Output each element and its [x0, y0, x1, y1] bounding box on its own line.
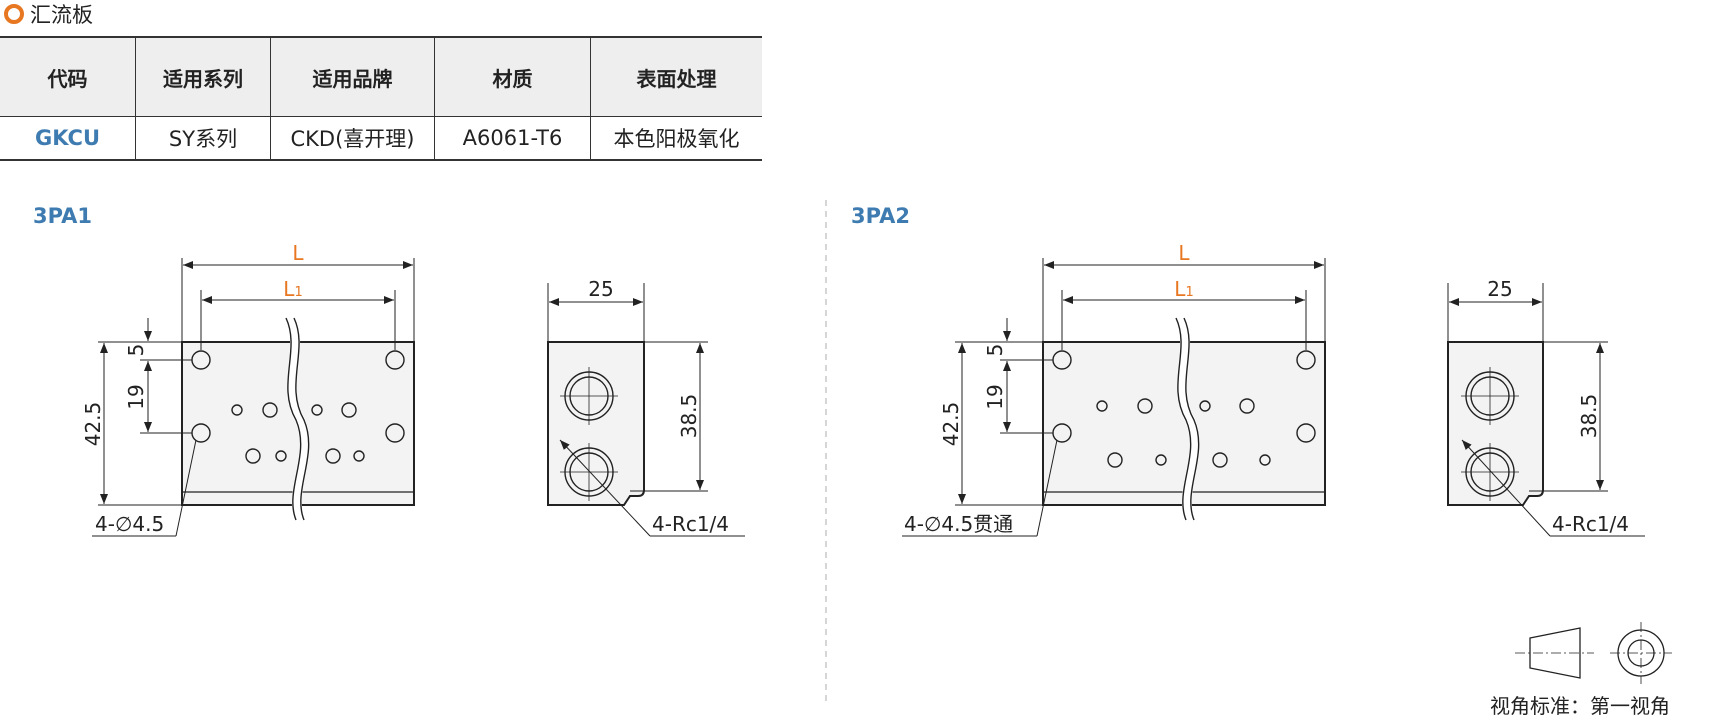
port-hole — [1212, 452, 1228, 468]
break-line — [285, 317, 302, 521]
port-hole — [1239, 398, 1255, 414]
break-line — [1183, 317, 1200, 521]
port-hole — [1096, 400, 1108, 412]
spec-table-header: 代码 适用系列 适用品牌 材质 表面处理 — [0, 36, 762, 117]
dim-L1-left-main: L — [283, 277, 295, 301]
dim-height-right: 42.5 — [939, 402, 963, 447]
dim-pitch-left: 19 — [124, 384, 148, 409]
dim-L-left: L — [292, 241, 304, 265]
cell-series: SY系列 — [135, 116, 271, 161]
variant-label-left: 3PA1 — [33, 204, 92, 228]
dim-holes-left: 4-∅4.5 — [95, 512, 164, 536]
dim-offset-right: 5 — [983, 344, 1007, 357]
mount-hole — [1296, 350, 1316, 370]
dim-L1-left-sub: 1 — [294, 285, 302, 300]
mount-hole — [1296, 423, 1316, 443]
port-hole — [262, 402, 278, 418]
section-title-text: 汇流板 — [30, 3, 93, 27]
dim-width-side-right: 25 — [1487, 277, 1512, 301]
mount-hole — [385, 350, 405, 370]
leader-line — [559, 439, 651, 537]
dim-L1-right-sub: 1 — [1185, 285, 1193, 300]
cell-material: A6061-T6 — [434, 116, 591, 161]
front-view-right — [902, 258, 1326, 537]
break-line — [293, 317, 310, 521]
port-hole — [1199, 400, 1211, 412]
dim-height-side-left: 38.5 — [677, 394, 701, 439]
port-hole — [341, 402, 357, 418]
side-view-left — [547, 283, 745, 537]
col-header-material: 材质 — [434, 36, 591, 117]
view-standard-label: 视角标准：第一视角 — [1490, 694, 1670, 718]
port-hole — [1155, 454, 1167, 466]
cell-code: GKCU — [0, 116, 136, 161]
dim-width-side-left: 25 — [588, 277, 613, 301]
front-view-left — [92, 258, 415, 537]
break-mask — [1175, 315, 1200, 522]
dim-holes-right: 4-∅4.5贯通 — [904, 512, 1013, 536]
col-header-series: 适用系列 — [135, 36, 271, 117]
port-hole — [1107, 452, 1123, 468]
cell-brand: CKD(喜开理) — [270, 116, 435, 161]
dim-L1-left: L1 — [283, 277, 302, 301]
leader-line — [1036, 439, 1058, 537]
col-header-code: 代码 — [0, 36, 136, 117]
section-title: 汇流板 — [4, 0, 93, 28]
break-mask — [285, 315, 310, 522]
dim-pitch-right: 19 — [983, 384, 1007, 409]
dim-L-right: L — [1178, 241, 1190, 265]
leader-line — [175, 439, 197, 537]
dim-L1-right-main: L — [1174, 277, 1186, 301]
cell-surface: 本色阳极氧化 — [590, 116, 762, 161]
port-hole — [231, 404, 243, 416]
side-view-right — [1447, 283, 1645, 537]
port-hole — [353, 450, 365, 462]
first-angle-projection-icon — [1515, 622, 1672, 684]
dim-port-left: 4-Rc1/4 — [652, 512, 729, 536]
dim-offset-left: 5 — [124, 344, 148, 357]
col-header-brand: 适用品牌 — [270, 36, 435, 117]
spec-table: 代码 适用系列 适用品牌 材质 表面处理 GKCU SY系列 CKD(喜开理) … — [0, 36, 762, 161]
break-line — [1175, 317, 1192, 521]
circle-bullet-icon — [4, 4, 24, 24]
side-body — [1447, 341, 1544, 506]
port-hole — [275, 450, 287, 462]
port-hole — [1137, 398, 1153, 414]
port-hole — [325, 448, 341, 464]
col-header-surface: 表面处理 — [590, 36, 762, 117]
mount-hole — [385, 423, 405, 443]
dim-port-right: 4-Rc1/4 — [1552, 512, 1629, 536]
port-hole — [245, 448, 261, 464]
dim-L1-right: L1 — [1174, 277, 1193, 301]
dim-height-left: 42.5 — [81, 402, 105, 447]
table-row: GKCU SY系列 CKD(喜开理) A6061-T6 本色阳极氧化 — [0, 116, 762, 161]
port-hole — [1259, 454, 1271, 466]
port-hole — [311, 404, 323, 416]
variant-label-right: 3PA2 — [851, 204, 910, 228]
leader-line — [1461, 439, 1551, 537]
dim-height-side-right: 38.5 — [1577, 394, 1601, 439]
side-body — [547, 341, 645, 506]
